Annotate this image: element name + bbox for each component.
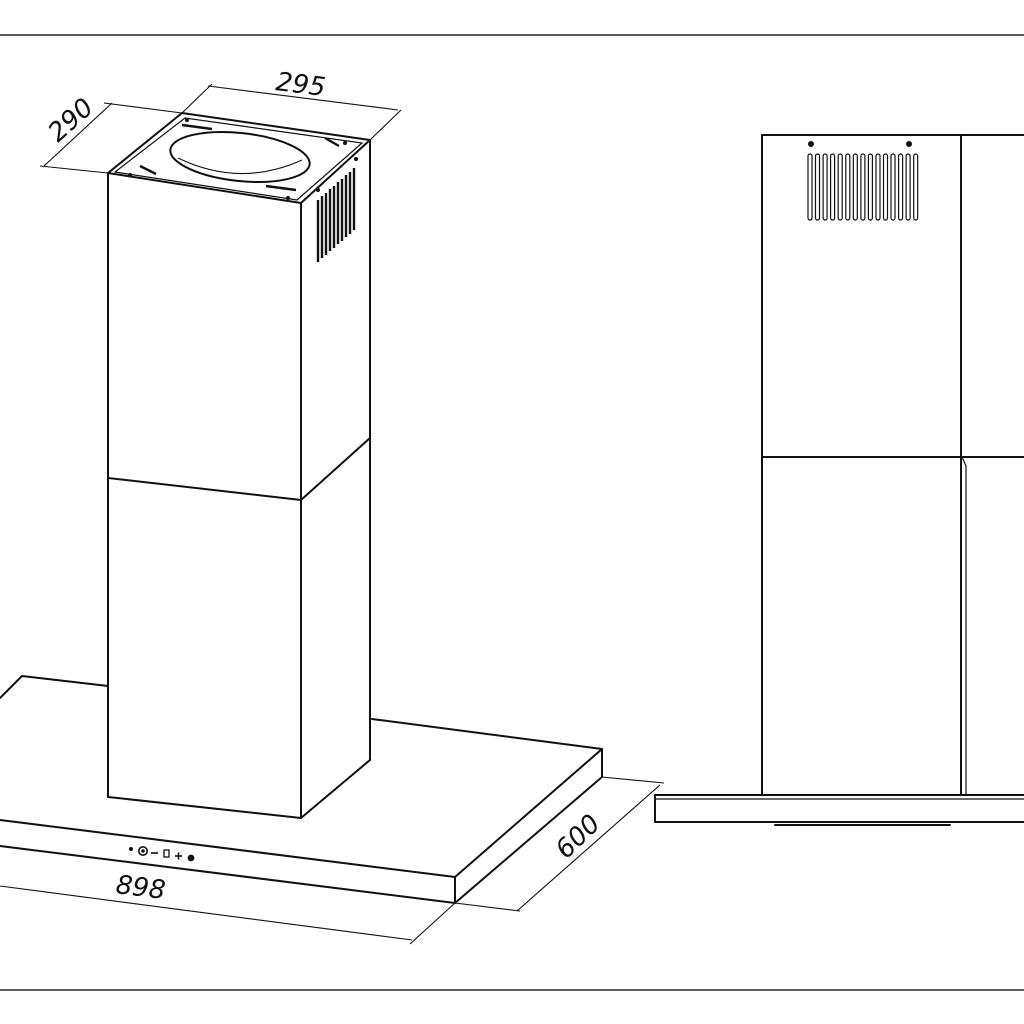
chimney-bottom-side-edge <box>300 759 371 819</box>
mounting-slots <box>128 118 358 200</box>
control-panel <box>129 845 195 862</box>
chimney-front-face <box>108 173 301 818</box>
front-view-vent-slot <box>829 153 836 221</box>
front-view-vent-slot <box>882 153 889 221</box>
power-icon[interactable] <box>138 845 149 856</box>
duct-opening-inner <box>177 157 303 175</box>
led-dot-icon[interactable] <box>129 847 133 851</box>
front-view-vent-slot <box>860 153 866 221</box>
canopy-top-right-edge <box>0 718 603 878</box>
front-view-vent-slot <box>852 153 858 221</box>
dimension-canopy-depth-label: 600 <box>550 809 607 865</box>
chimney-top-rim <box>114 117 364 201</box>
dimension-depth: 290 <box>39 93 183 174</box>
chimney-side-vent <box>316 168 356 262</box>
perspective-view: 295 290 898 600 <box>0 67 665 945</box>
chimney-joint-line <box>107 437 371 501</box>
front-view-vent-slot <box>807 153 813 221</box>
canopy-top-back-edge <box>0 675 109 699</box>
dimension-canopy-width-label: 898 <box>114 870 167 906</box>
front-view-vent-slot <box>875 153 881 221</box>
front-view-vent-slot <box>814 153 821 221</box>
dimension-width: 295 <box>181 67 402 141</box>
chimney-bottom-front-edge <box>107 796 302 819</box>
front-view-vent-slot <box>890 153 896 221</box>
dimension-width-label: 295 <box>274 67 327 103</box>
chimney <box>107 112 371 819</box>
front-view <box>654 134 1024 826</box>
timer-icon[interactable] <box>187 854 195 862</box>
duct-opening <box>169 131 311 183</box>
front-view-vent-slot <box>905 153 911 221</box>
front-view-vent-slot <box>913 153 919 221</box>
front-view-vent <box>807 153 919 221</box>
front-view-vent-slot <box>897 153 904 221</box>
front-view-chimney-left <box>761 134 962 796</box>
front-view-vent-slot <box>822 153 828 221</box>
front-view-chimney-joint-shadow <box>961 456 967 467</box>
plus-icon[interactable] <box>175 852 182 860</box>
canopy-front-bottom-edge <box>0 845 456 904</box>
dimension-depth-label: 290 <box>43 93 100 149</box>
front-view-screw-left <box>808 141 814 147</box>
front-view-screw-right <box>906 141 912 147</box>
front-view-vent-slot <box>867 153 874 221</box>
front-view-vent-slot <box>837 153 843 221</box>
light-icon[interactable] <box>163 849 170 858</box>
dimension-canopy-width: 898 <box>0 870 456 945</box>
front-view-canopy <box>654 794 1024 823</box>
chimney-side-face <box>301 140 370 818</box>
front-view-vent-slot <box>845 153 851 221</box>
